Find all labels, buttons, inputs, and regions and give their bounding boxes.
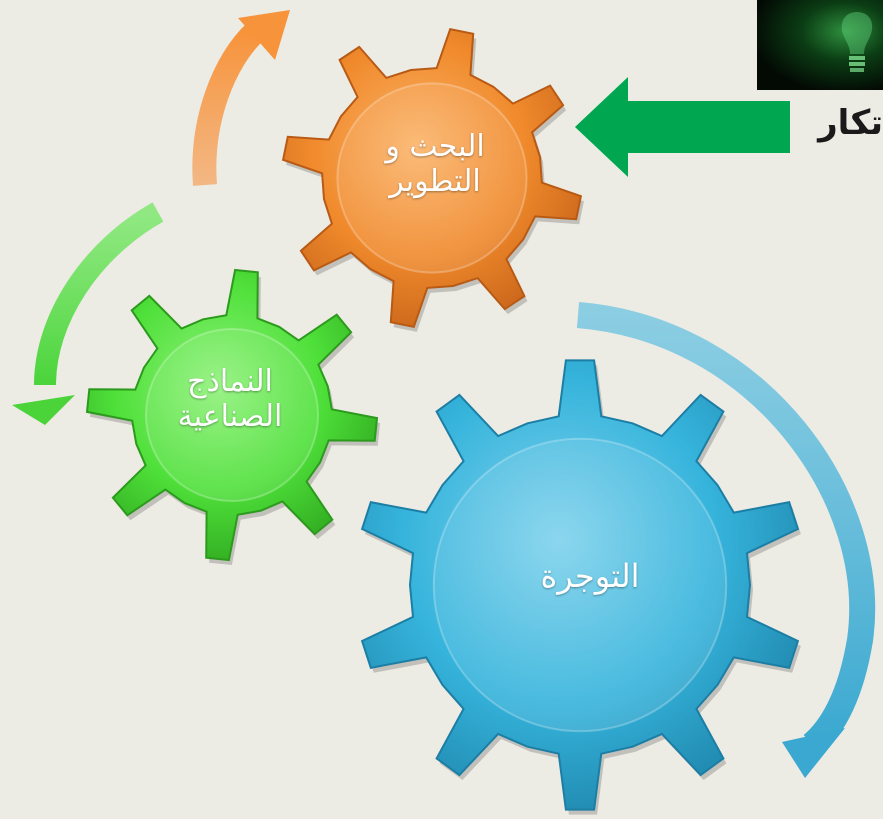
cycle-arrow-blue: [576, 302, 876, 778]
gear-hub: [432, 437, 728, 733]
gear-prototypes: [85, 268, 380, 565]
gear-label-prototypes: النماذج الصناعية: [177, 364, 283, 434]
light-bulb-photo: [757, 0, 883, 90]
gear-label-commerce: التوجرة: [540, 557, 640, 595]
gear-label-research: البحث و التطوير: [385, 129, 485, 199]
gear-body: [360, 359, 800, 811]
cycle-arrow-orange: [192, 10, 290, 186]
gear-hub: [336, 82, 528, 274]
gear-body: [281, 27, 583, 329]
light-bulb-icon: [841, 12, 873, 72]
gear-hub: [145, 328, 319, 502]
title-fragment: تكار: [818, 103, 883, 143]
gear-commerce: [360, 359, 801, 815]
gear-research: [281, 27, 584, 332]
pointer-arrow: [575, 77, 790, 177]
gear-body: [85, 268, 379, 562]
cycle-arrow-green: [12, 202, 164, 425]
